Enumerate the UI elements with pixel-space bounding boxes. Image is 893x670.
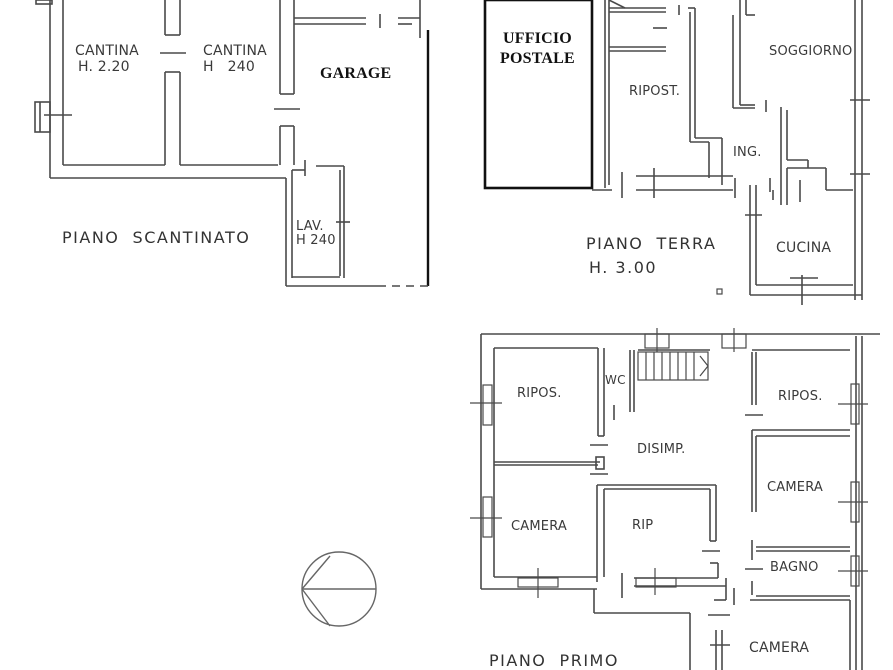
room-label-soggiorno: SOGGIORNO	[769, 44, 853, 59]
staircase	[637, 351, 709, 381]
room-label-cantina-2: CANTINA H 240	[203, 43, 267, 75]
room-name: CANTINA	[75, 43, 139, 59]
room-label-ripost: RIPOST.	[629, 84, 681, 99]
room-label-lav: LAV. H 240	[296, 220, 336, 248]
room-label-rip: RIP	[632, 518, 654, 533]
room-label-wc: WC	[605, 373, 626, 387]
room-height: H. 2.20	[78, 59, 130, 75]
room-label-camera-left: CAMERA	[511, 519, 567, 534]
basement-walls	[49, 0, 421, 287]
basement-windows	[34, 0, 72, 133]
room-height: H 240	[296, 233, 336, 248]
room-name: LAV.	[296, 219, 324, 234]
room-label-disimp: DISIMP.	[637, 442, 686, 457]
room-label-cucina: CUCINA	[776, 240, 832, 256]
room-label-ing: ING.	[733, 145, 762, 160]
room-label-cantina-1: CANTINA H. 2.20	[75, 43, 139, 75]
room-label-ufficio-postale: UFFICIO POSTALE	[500, 29, 575, 69]
room-name-line1: UFFICIO	[502, 30, 572, 47]
floor-title-basement: PIANO SCANTINATO	[62, 228, 251, 247]
floor-title-ground: PIANO TERRA H. 3.00	[586, 232, 716, 280]
north-arrow-icon	[301, 551, 377, 627]
room-label-ripos-right: RIPOS.	[778, 389, 823, 404]
floor-title-first: PIANO PRIMO	[489, 651, 619, 670]
first-floor-windows	[470, 328, 868, 598]
floor-title: PIANO TERRA	[586, 234, 717, 253]
first-floor-walls	[480, 333, 880, 670]
room-label-ripos-left: RIPOS.	[517, 386, 562, 401]
floor-height: H. 3.00	[589, 258, 658, 277]
room-height: H 240	[203, 59, 255, 75]
room-name: CANTINA	[203, 43, 267, 59]
room-label-garage: GARAGE	[320, 65, 392, 82]
room-label-camera-right: CAMERA	[767, 480, 823, 495]
room-name-line2: POSTALE	[500, 50, 575, 67]
room-label-bagno: BAGNO	[770, 560, 819, 575]
ground-walls	[483, 0, 870, 305]
room-label-camera-bottom: CAMERA	[749, 640, 810, 656]
